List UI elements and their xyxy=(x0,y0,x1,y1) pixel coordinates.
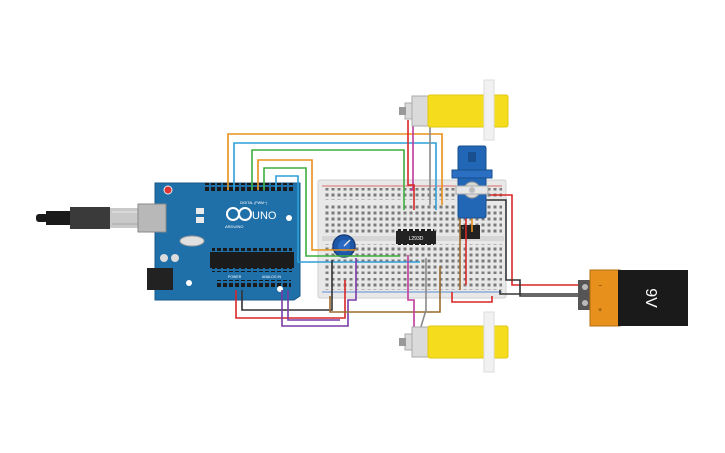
dc-motor-bottom[interactable] xyxy=(399,311,509,373)
wire-battery-black xyxy=(484,199,578,297)
battery-9v[interactable]: − + 9V xyxy=(578,269,688,327)
wire-blue-top xyxy=(233,142,437,210)
digital-header xyxy=(205,183,295,191)
chip-label: L293D xyxy=(409,236,424,242)
battery-voltage-label: 9V xyxy=(642,288,659,308)
wire-orange-mid xyxy=(257,159,356,251)
crystal xyxy=(179,235,205,247)
power-jack xyxy=(147,268,173,290)
analog-header-label: ANALOG IN xyxy=(262,275,282,279)
atmega-chip xyxy=(210,252,294,268)
wire-battery-red xyxy=(490,194,578,286)
wire-gray-motor-bottom xyxy=(419,258,427,331)
bottom-power-rail xyxy=(324,278,502,290)
power-header-label: POWER xyxy=(228,275,242,279)
wire-orange-top xyxy=(227,133,443,205)
arduino-uno-board[interactable]: UNO ARDUINO DIGITAL (PWM~) POWER ANALOG … xyxy=(137,182,301,301)
usb-jack xyxy=(137,203,167,233)
wire-brown xyxy=(329,266,441,313)
board-model-label: UNO xyxy=(252,210,277,222)
wire-green-mid xyxy=(263,167,400,257)
wire-rail-black xyxy=(499,290,578,295)
usb-cable[interactable] xyxy=(36,207,140,229)
wire-green-top xyxy=(251,149,405,210)
wire-black-gnd xyxy=(241,260,333,311)
power-analog-header xyxy=(215,280,291,288)
potentiometer[interactable] xyxy=(332,234,356,258)
digital-header-label: DIGITAL (PWM~) xyxy=(240,201,267,205)
battery-minus-label: − xyxy=(598,283,602,290)
wire-red-motor-top xyxy=(407,120,415,210)
wire-purple-analog-2 xyxy=(287,290,340,321)
wire-blue-mid xyxy=(275,175,420,263)
reset-button[interactable] xyxy=(163,185,173,195)
wire-rail-red xyxy=(451,292,493,303)
motor-driver-chip[interactable]: L293D xyxy=(396,228,436,247)
small-ic[interactable] xyxy=(460,225,480,239)
wire-magenta-motor-top xyxy=(410,120,414,191)
board-brand-label: ARDUINO xyxy=(225,224,243,229)
servo-motor[interactable] xyxy=(451,145,493,219)
battery-plus-label: + xyxy=(598,307,602,314)
wire-purple-analog xyxy=(281,258,357,327)
wires xyxy=(227,119,578,331)
wire-red-power xyxy=(235,280,346,319)
wire-magenta-motor-bottom xyxy=(407,255,415,330)
dc-motor-top[interactable] xyxy=(399,79,509,141)
